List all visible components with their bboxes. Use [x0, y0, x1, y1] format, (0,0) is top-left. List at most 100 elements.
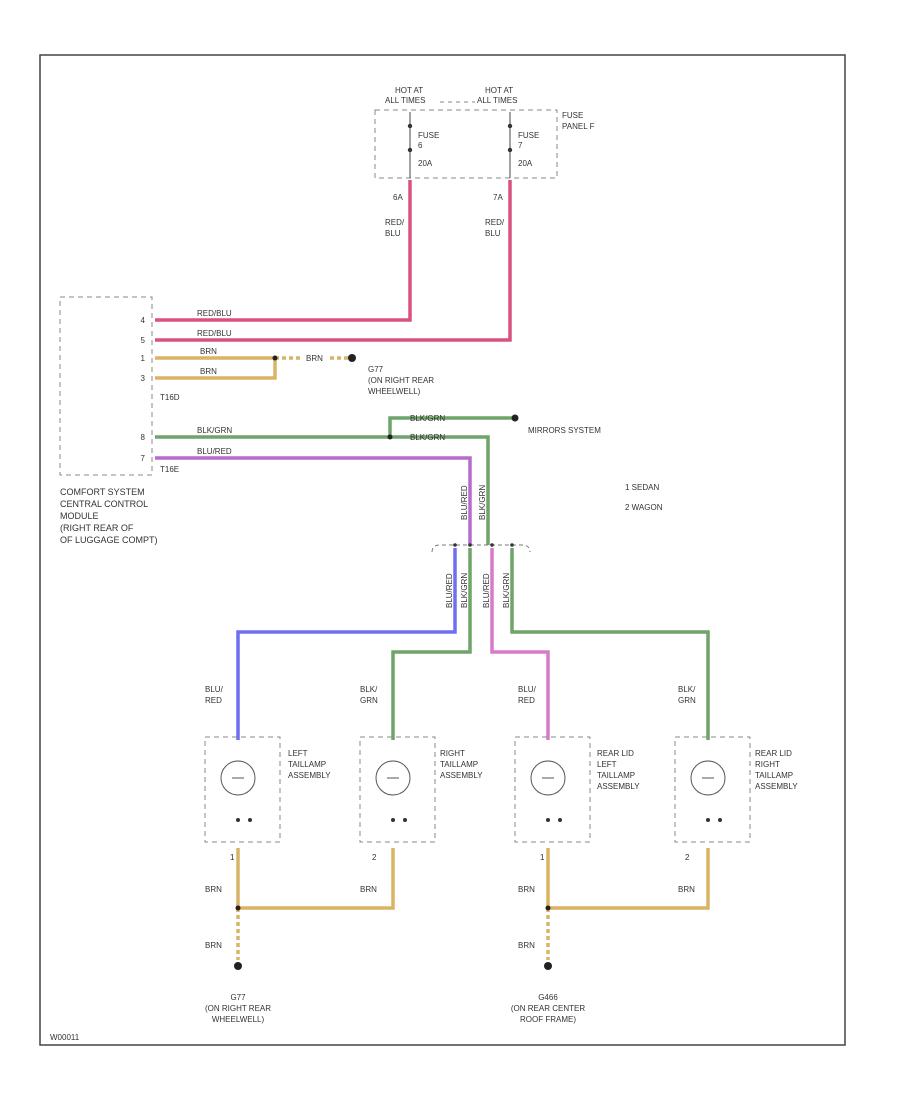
wire-blk-grn-down	[390, 435, 490, 545]
bulb-icon	[690, 760, 726, 796]
lamp-4-gnd-pin: 2	[685, 853, 690, 862]
ground-top-wire: BRN	[306, 354, 323, 363]
lamp-1-wire-2: RED	[205, 696, 222, 705]
module-wire-2: RED/BLU	[197, 329, 232, 338]
harness-lower-1: BLU/RED	[445, 573, 454, 608]
harness-connector: BLU/RED BLK/GRN BLU/RED BLK/GRN BLU/RED …	[431, 485, 531, 608]
ground-symbol	[234, 962, 242, 970]
module-wire-4: BRN	[200, 367, 217, 376]
lamp-3-gnd-wire: BRN	[518, 885, 535, 894]
lamp-1-wire-1: BLU/	[205, 685, 224, 694]
module-wire-1: RED/BLU	[197, 309, 232, 318]
lamp-4-gnd-wire: BRN	[678, 885, 695, 894]
harness-lower-4: BLK/GRN	[502, 573, 511, 608]
lamp-3-label-1: REAR LID	[597, 749, 634, 758]
lamp-1-gnd-pin: 1	[230, 853, 235, 862]
fuse-panel: HOT AT ALL TIMES HOT AT ALL TIMES FUSE P…	[374, 86, 595, 238]
comfort-module: 4 5 1 3 8 7 T16D T16E RED/BLU RED/BLU BR…	[59, 296, 232, 545]
fuse-left-label: FUSE	[418, 131, 439, 140]
bulb-icon	[220, 760, 256, 796]
lamp-1-label-3: ASSEMBLY	[288, 771, 331, 780]
lamp-2-label-3: ASSEMBLY	[440, 771, 483, 780]
lamp-2-wire-1: BLK/	[360, 685, 378, 694]
lamp-2-label-2: TAILLAMP	[440, 760, 478, 769]
splice-wire-a: BLK/GRN	[410, 414, 445, 423]
hot-left-line2: ALL TIMES	[385, 96, 425, 105]
legend-item-2: 2 WAGON	[625, 503, 663, 512]
module-wire-3: BRN	[200, 347, 217, 356]
bulb-icon	[530, 760, 566, 796]
module-pin-4: 3	[141, 374, 146, 383]
wire-brn-gnd-right	[546, 848, 710, 910]
lamp-4-label-2: RIGHT	[755, 760, 780, 769]
harness-upper-1: BLU/RED	[460, 485, 469, 520]
lamp-4-wire-1: BLK/	[678, 685, 696, 694]
wire-pink-rearlid-left	[490, 548, 550, 740]
wire-right-color2: BLU	[485, 229, 501, 238]
panel-label-line1: FUSE	[562, 111, 583, 120]
gnd-right-label-3: ROOF FRAME)	[520, 1015, 576, 1024]
splice-mirrors: BLK/GRN BLK/GRN MIRRORS SYSTEM	[387, 414, 601, 442]
lamp-4-label-3: TAILLAMP	[755, 771, 793, 780]
ground-top-label-3: WHEELWELL)	[368, 387, 421, 396]
lamp-right-taillamp: BLK/ GRN RIGHT TAILLAMP ASSEMBLY 2 BRN	[359, 685, 483, 894]
ground-bottom-right: BRN G466 (ON REAR CENTER ROOF FRAME)	[511, 905, 585, 1024]
wires	[155, 180, 710, 960]
ground-top-symbol	[348, 354, 356, 362]
module-conn-a: T16D	[160, 393, 180, 402]
footer-code: W00011	[50, 1033, 80, 1042]
ground-bottom-left: BRN G77 (ON RIGHT REAR WHEELWELL)	[205, 905, 271, 1024]
module-label-5: OF LUGGAGE COMPT)	[60, 535, 158, 545]
wire-right-color1: RED/	[485, 218, 505, 227]
fuse-right-number: 7	[518, 141, 523, 150]
fuse-right-label: FUSE	[518, 131, 539, 140]
lamp-2-label-1: RIGHT	[440, 749, 465, 758]
module-label-2: CENTRAL CONTROL	[60, 499, 148, 509]
wire-brn-2	[155, 358, 277, 380]
module-pin-5: 8	[141, 433, 146, 442]
legend: 1 SEDAN 2 WAGON	[625, 483, 663, 512]
gnd-right-label-1: G466	[538, 993, 558, 1002]
lamp-2-gnd-pin: 2	[372, 853, 377, 862]
fuse-left-amps: 20A	[418, 159, 433, 168]
legend-item-1: 1 SEDAN	[625, 483, 659, 492]
lamp-3-label-4: ASSEMBLY	[597, 782, 640, 791]
wire-grn-right-lamp	[391, 548, 472, 740]
module-conn-b: T16E	[160, 465, 179, 474]
wire-blk-grn-mirrors	[388, 416, 512, 437]
module-pin-2: 5	[141, 336, 146, 345]
fuse-right-pin: 7A	[493, 193, 503, 202]
lamp-4-label-1: REAR LID	[755, 749, 792, 758]
mirrors-arrow	[511, 414, 519, 422]
wire-left-color1: RED/	[385, 218, 405, 227]
panel-label-line2: PANEL F	[562, 122, 595, 131]
harness-upper-2: BLK/GRN	[478, 485, 487, 520]
lamp-rear-lid-left-taillamp: BLU/ RED REAR LID LEFT TAILLAMP ASSEMBLY…	[514, 685, 640, 894]
gnd-right-wire: BRN	[518, 941, 535, 950]
module-wire-5: BLK/GRN	[197, 426, 232, 435]
lamp-3-wire-1: BLU/	[518, 685, 537, 694]
lamp-4-wire-2: GRN	[678, 696, 696, 705]
gnd-left-wire: BRN	[205, 941, 222, 950]
gnd-left-label-3: WHEELWELL)	[212, 1015, 265, 1024]
ground-top-label-2: (ON RIGHT REAR	[368, 376, 434, 385]
module-label-3: MODULE	[60, 511, 99, 521]
lamp-2-gnd-wire: BRN	[360, 885, 377, 894]
lamp-left-taillamp: BLU/ RED LEFT TAILLAMP ASSEMBLY 1 BRN	[204, 685, 331, 894]
harness-lower-3: BLU/RED	[482, 573, 491, 608]
fuse-left-pin: 6A	[393, 193, 403, 202]
lamp-3-label-2: LEFT	[597, 760, 617, 769]
bulb-icon	[375, 760, 411, 796]
splice-point	[387, 434, 393, 440]
lamp-1-label-1: LEFT	[288, 749, 308, 758]
lamp-3-wire-2: RED	[518, 696, 535, 705]
module-label-1: COMFORT SYSTEM	[60, 487, 145, 497]
lamp-2-wire-2: GRN	[360, 696, 378, 705]
diagram-frame	[39, 54, 846, 1046]
module-pin-6: 7	[141, 454, 146, 463]
module-pin-1: 4	[141, 316, 146, 325]
mirrors-label: MIRRORS SYSTEM	[528, 426, 601, 435]
module-pin-3: 1	[141, 354, 146, 363]
lamp-rear-lid-right-taillamp: BLK/ GRN REAR LID RIGHT TAILLAMP ASSEMBL…	[674, 685, 798, 894]
